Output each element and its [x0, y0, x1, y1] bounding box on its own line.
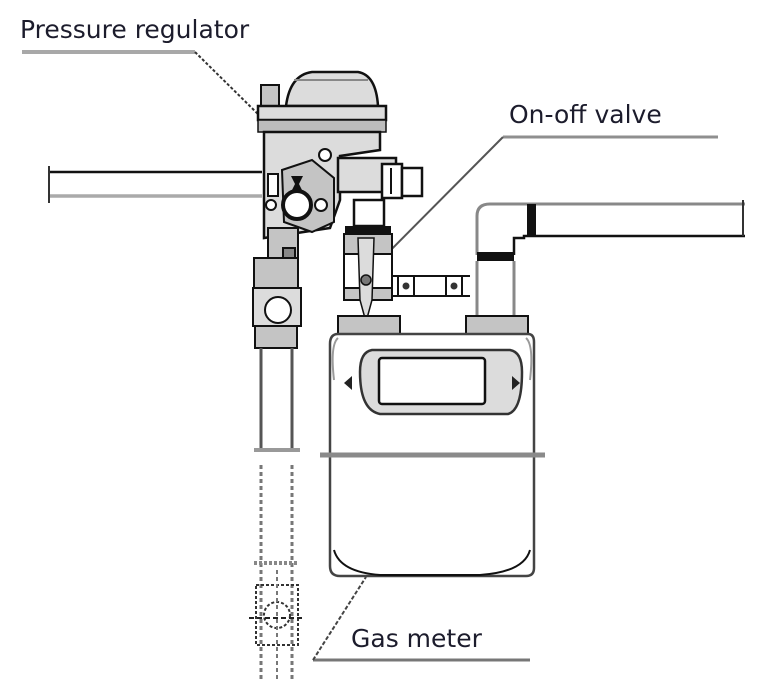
label-pressure-regulator: Pressure regulator	[20, 15, 250, 44]
meter-display-window	[377, 356, 487, 406]
leader-pressure-regulator	[22, 50, 263, 119]
vertical-supply-pipe	[252, 257, 302, 680]
inlet-pipe	[48, 166, 262, 203]
gas-meter	[320, 332, 545, 578]
lower-ball-valve	[249, 561, 303, 680]
meter-inlet-nut	[337, 315, 401, 335]
meter-bracket	[392, 275, 470, 297]
meter-outlet-nut	[465, 315, 529, 335]
outlet-pipe	[475, 200, 745, 316]
label-gas-meter: Gas meter	[351, 624, 483, 653]
on-off-valve	[343, 198, 393, 325]
label-on-off-valve: On-off valve	[509, 100, 662, 129]
leader-on-off-valve	[365, 135, 718, 276]
pressure-regulator	[256, 70, 424, 271]
leader-gas-meter	[312, 576, 530, 662]
